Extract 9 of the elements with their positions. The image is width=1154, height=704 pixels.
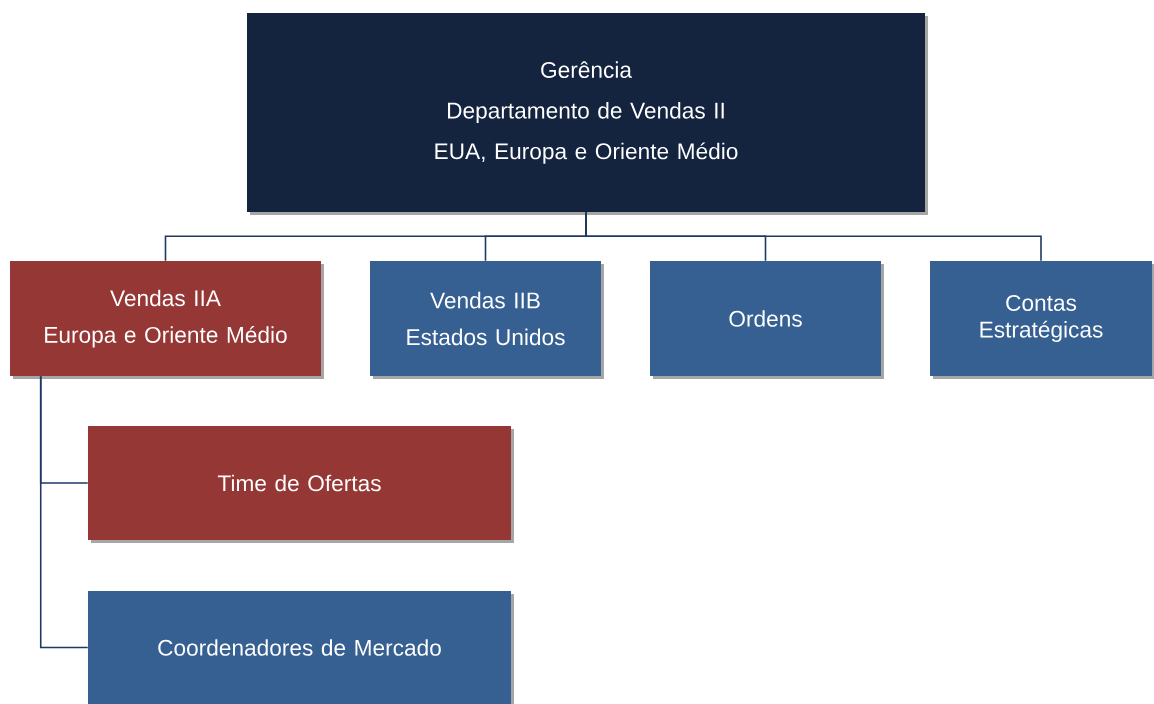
- team-box: Vendas IIA Europa e Oriente Médio: [10, 261, 324, 379]
- team-box: Coordenadores de Mercado: [88, 591, 514, 704]
- team-box: Vendas IIB Estados Unidos: [370, 261, 604, 379]
- team-box: Time de Ofertas: [88, 426, 514, 543]
- team-box: Ordens: [650, 261, 884, 379]
- connector-line: [585, 211, 1042, 262]
- connector-line: [39, 375, 89, 649]
- team-box: Contas Estratégicas: [930, 261, 1154, 379]
- manager-box: Gerência Departamento de Vendas II EUA, Europa e Oriente Médio: [247, 13, 928, 215]
